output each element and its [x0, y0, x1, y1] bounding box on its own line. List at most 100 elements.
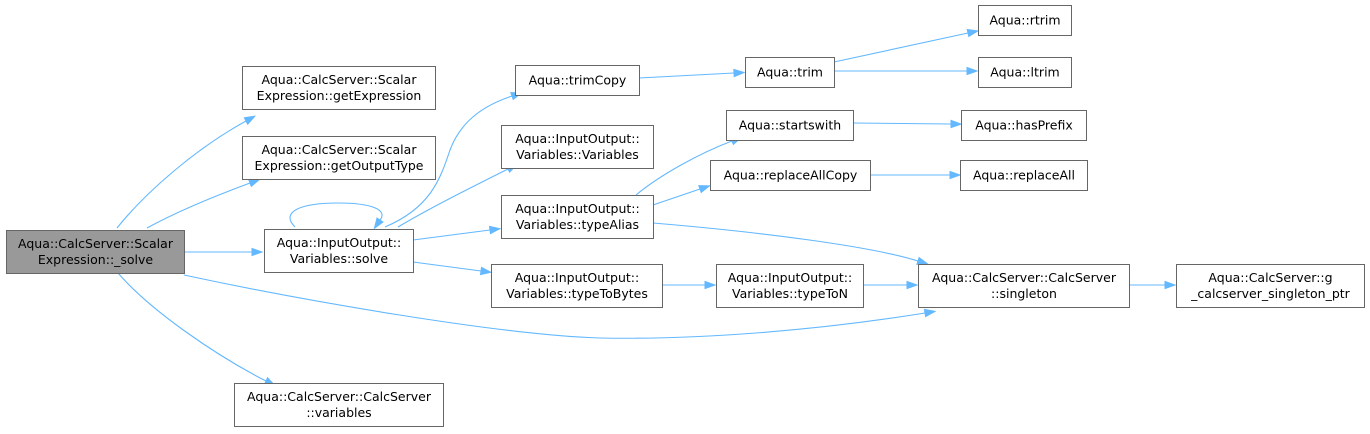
node-trimCopy[interactable]: Aqua::trimCopy: [515, 65, 640, 96]
node-startswith[interactable]: Aqua::startswith: [726, 110, 854, 141]
node-ltrim[interactable]: Aqua::ltrim: [978, 57, 1072, 88]
node-box: [501, 125, 654, 169]
node-replaceAll[interactable]: Aqua::replaceAll: [960, 160, 1088, 191]
edge-line: [116, 120, 247, 229]
edge-line: [117, 272, 267, 382]
arrowhead-icon: [966, 28, 980, 38]
node-label-line: Aqua::InputOutput::: [515, 270, 639, 285]
edge-line: [289, 202, 383, 228]
edge-line: [833, 32, 969, 63]
node-box: [1176, 264, 1365, 308]
arrowhead-icon: [949, 170, 962, 180]
node-box: [978, 57, 1072, 88]
edge-typeAlias-to-singleton: [652, 222, 930, 265]
arrowhead-icon: [966, 66, 979, 76]
node-singleton-ptr[interactable]: Aqua::CalcServer::g_calcserver_singleton…: [1176, 264, 1365, 308]
edge-solve_root-to-getOutputType: [146, 178, 261, 229]
arrowhead-icon: [733, 68, 746, 78]
edge-var_solve-to-var_solve: [289, 202, 384, 230]
edge-replaceAllCopy-to-replaceAll: [870, 170, 962, 180]
node-typeToN[interactable]: Aqua::InputOutput::Variables::typeToN: [716, 264, 864, 308]
node-box: [918, 264, 1130, 308]
edge-line: [638, 72, 735, 79]
node-solve-root[interactable]: Aqua::CalcServer::ScalarExpression::_sol…: [6, 230, 185, 274]
node-label-line: ::variables: [306, 405, 371, 420]
edge-line: [412, 229, 491, 241]
edge-var_solve-to-typeToBytes: [412, 261, 493, 276]
nodes-layer: Aqua::CalcServer::ScalarExpression::_sol…: [6, 5, 1365, 427]
node-typeAlias[interactable]: Aqua::InputOutput::Variables::typeAlias: [501, 195, 654, 239]
node-label-line: Expression::getExpression: [257, 88, 422, 103]
node-label-line: Variables::typeToN: [732, 286, 848, 301]
node-box: [6, 230, 185, 274]
node-label-line: Aqua::trim: [757, 65, 823, 80]
node-box: [710, 160, 871, 191]
node-box: [234, 383, 444, 427]
node-getExpression[interactable]: Aqua::CalcServer::ScalarExpression::getE…: [242, 66, 436, 110]
arrowhead-icon: [251, 247, 264, 257]
node-rtrim[interactable]: Aqua::rtrim: [978, 5, 1072, 36]
edge-line: [852, 122, 952, 125]
edge-line: [412, 261, 482, 272]
node-label-line: Aqua::CalcServer::CalcServer: [932, 270, 1117, 285]
node-variables[interactable]: Aqua::CalcServer::CalcServer::variables: [234, 383, 444, 427]
edge-startswith-to-hasPrefix: [852, 119, 963, 129]
edge-trimCopy-to-trim: [638, 68, 746, 79]
arrowhead-icon: [243, 115, 257, 126]
node-label-line: Expression::_solve: [38, 252, 154, 267]
node-label-line: Aqua::InputOutput::: [277, 235, 401, 250]
node-ctor[interactable]: Aqua::InputOutput::Variables::Variables: [501, 125, 654, 169]
edge-singleton-to-singleton_ptr: [1129, 280, 1177, 290]
arrowhead-icon: [373, 217, 384, 230]
arrowhead-icon: [704, 280, 717, 290]
node-trim[interactable]: Aqua::trim: [745, 57, 835, 88]
edge-solve_root-to-singleton: [183, 274, 937, 339]
arrowhead-icon: [479, 266, 493, 276]
edge-line: [146, 182, 251, 229]
node-getOutputType[interactable]: Aqua::CalcServer::ScalarExpression::getO…: [242, 136, 436, 180]
edge-trim-to-rtrim: [833, 28, 980, 63]
node-singleton[interactable]: Aqua::CalcServer::CalcServer::singleton: [918, 264, 1130, 308]
node-replaceAllCopy[interactable]: Aqua::replaceAllCopy: [710, 160, 871, 191]
edge-typeToN-to-singleton: [863, 280, 919, 290]
edge-line: [652, 188, 701, 206]
node-label-line: Aqua::ltrim: [990, 65, 1059, 80]
node-box: [491, 264, 663, 308]
node-label-line: Aqua::replaceAll: [973, 168, 1075, 183]
node-var-solve[interactable]: Aqua::InputOutput::Variables::solve: [264, 229, 414, 273]
node-label-line: Variables::typeToBytes: [506, 286, 648, 301]
node-label-line: Aqua::CalcServer::Scalar: [18, 236, 174, 251]
node-label-line: Variables::solve: [290, 251, 389, 266]
node-box: [716, 264, 864, 308]
node-label-line: Aqua::InputOutput::: [728, 270, 852, 285]
node-label-line: Aqua::CalcServer::CalcServer: [247, 389, 432, 404]
arrowhead-icon: [1164, 280, 1177, 290]
node-box: [242, 136, 436, 180]
edge-line: [183, 274, 926, 339]
node-box: [960, 160, 1088, 191]
node-label-line: Variables::Variables: [516, 147, 639, 162]
node-box: [745, 57, 835, 88]
arrowhead-icon: [698, 185, 711, 194]
arrowhead-icon: [923, 308, 937, 318]
edge-var_solve-to-typeAlias: [412, 225, 502, 241]
edge-solve_root-to-variables: [117, 272, 277, 387]
node-label-line: Aqua::InputOutput::: [515, 201, 639, 216]
node-typeToBytes[interactable]: Aqua::InputOutput::Variables::typeToByte…: [491, 264, 663, 308]
node-label-line: Aqua::rtrim: [989, 13, 1060, 28]
node-label-line: Variables::typeAlias: [516, 217, 639, 232]
node-box: [264, 229, 414, 273]
arrowhead-icon: [950, 119, 963, 129]
arrowhead-icon: [906, 280, 919, 290]
node-label-line: ::singleton: [991, 286, 1057, 301]
node-label-line: Expression::getOutputType: [255, 158, 424, 173]
node-label-line: Aqua::startswith: [739, 118, 841, 133]
node-box: [726, 110, 854, 141]
edge-solve_root-to-getExpression: [116, 115, 257, 229]
edge-solve_root-to-var_solve: [184, 247, 264, 257]
edge-line: [384, 95, 513, 228]
node-hasPrefix[interactable]: Aqua::hasPrefix: [961, 110, 1087, 141]
node-label-line: Aqua::hasPrefix: [975, 118, 1073, 133]
node-label-line: Aqua::CalcServer::g: [1208, 270, 1332, 285]
